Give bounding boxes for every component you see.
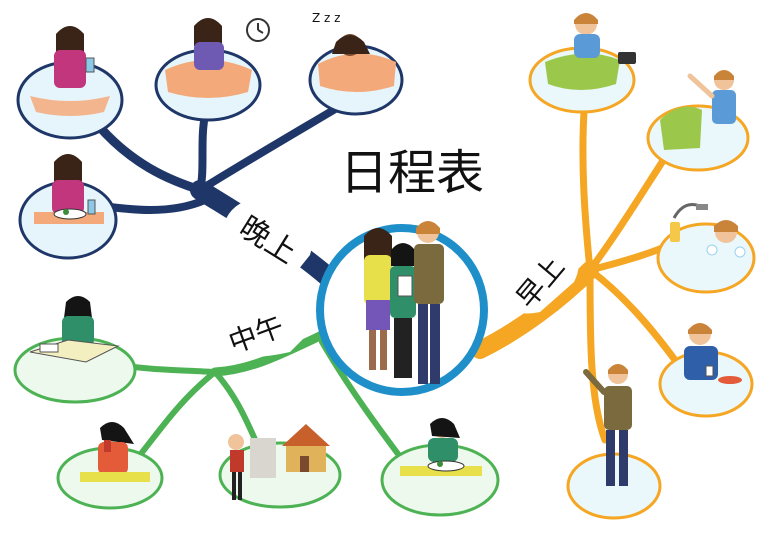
morning-label-group: 早上 xyxy=(500,242,579,314)
sleep-z-icon: Z z z xyxy=(312,11,340,25)
node-evening-reading-in-bed xyxy=(154,18,270,122)
node-morning-breakfast xyxy=(658,323,754,418)
node-evening-sleeping: Z z z xyxy=(308,8,408,116)
node-morning-shower xyxy=(656,203,756,294)
noon-label-group: 中午 xyxy=(212,300,308,360)
node-noon-lunch xyxy=(380,418,500,517)
evening-label-group: 晚上 xyxy=(222,200,313,272)
alarm-clock-icon xyxy=(618,52,636,64)
node-evening-brushing-teeth xyxy=(16,26,124,140)
node-morning-getting-up xyxy=(646,70,750,172)
node-noon-going-home xyxy=(218,424,342,509)
node-noon-studying xyxy=(13,296,137,404)
moon-icon xyxy=(392,8,408,25)
node-morning-leaving-home xyxy=(566,364,662,520)
node-noon-drinking xyxy=(56,422,164,510)
alarm-clock-icon xyxy=(246,18,270,42)
title-blob: 日程表 xyxy=(322,128,508,217)
node-morning-waking-up xyxy=(528,13,636,114)
center-node xyxy=(316,221,488,396)
node-evening-dinner xyxy=(18,154,118,260)
shower-head-icon xyxy=(672,203,708,219)
mindmap-title: 日程表 xyxy=(340,145,484,201)
students-group-illustration xyxy=(364,221,444,384)
house-icon xyxy=(282,424,330,472)
